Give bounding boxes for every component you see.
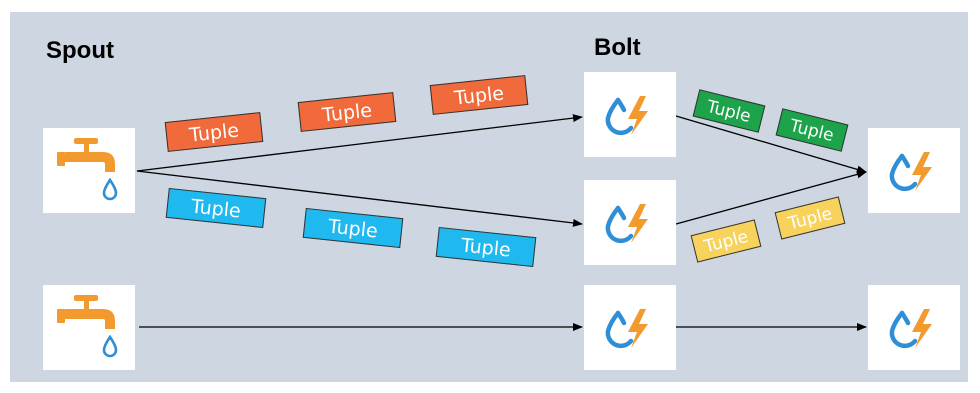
bolt-node [584,180,676,265]
water-tap-icon [57,295,118,358]
bolt-icon [889,152,932,192]
bolt-node [584,285,676,370]
bolt-icon [605,309,648,349]
bolt-icon [889,309,932,349]
arrow-spout1-bolt2 [136,170,583,227]
spout-heading: Spout [46,37,114,64]
spout-node [43,285,135,370]
bolt-icon [605,204,648,244]
arrow-bolt1-bolt3 [675,115,867,174]
water-tap-icon [57,138,118,201]
bolt-node [584,72,676,157]
spout-node [43,128,135,213]
arrow-spout1-bolt1 [136,114,583,172]
bolt-heading: Bolt [594,34,641,61]
bolt-node [868,285,960,370]
bolt-icon [605,96,648,136]
bolt-node [868,128,960,213]
arrow-bolt2-bolt3 [675,170,867,225]
